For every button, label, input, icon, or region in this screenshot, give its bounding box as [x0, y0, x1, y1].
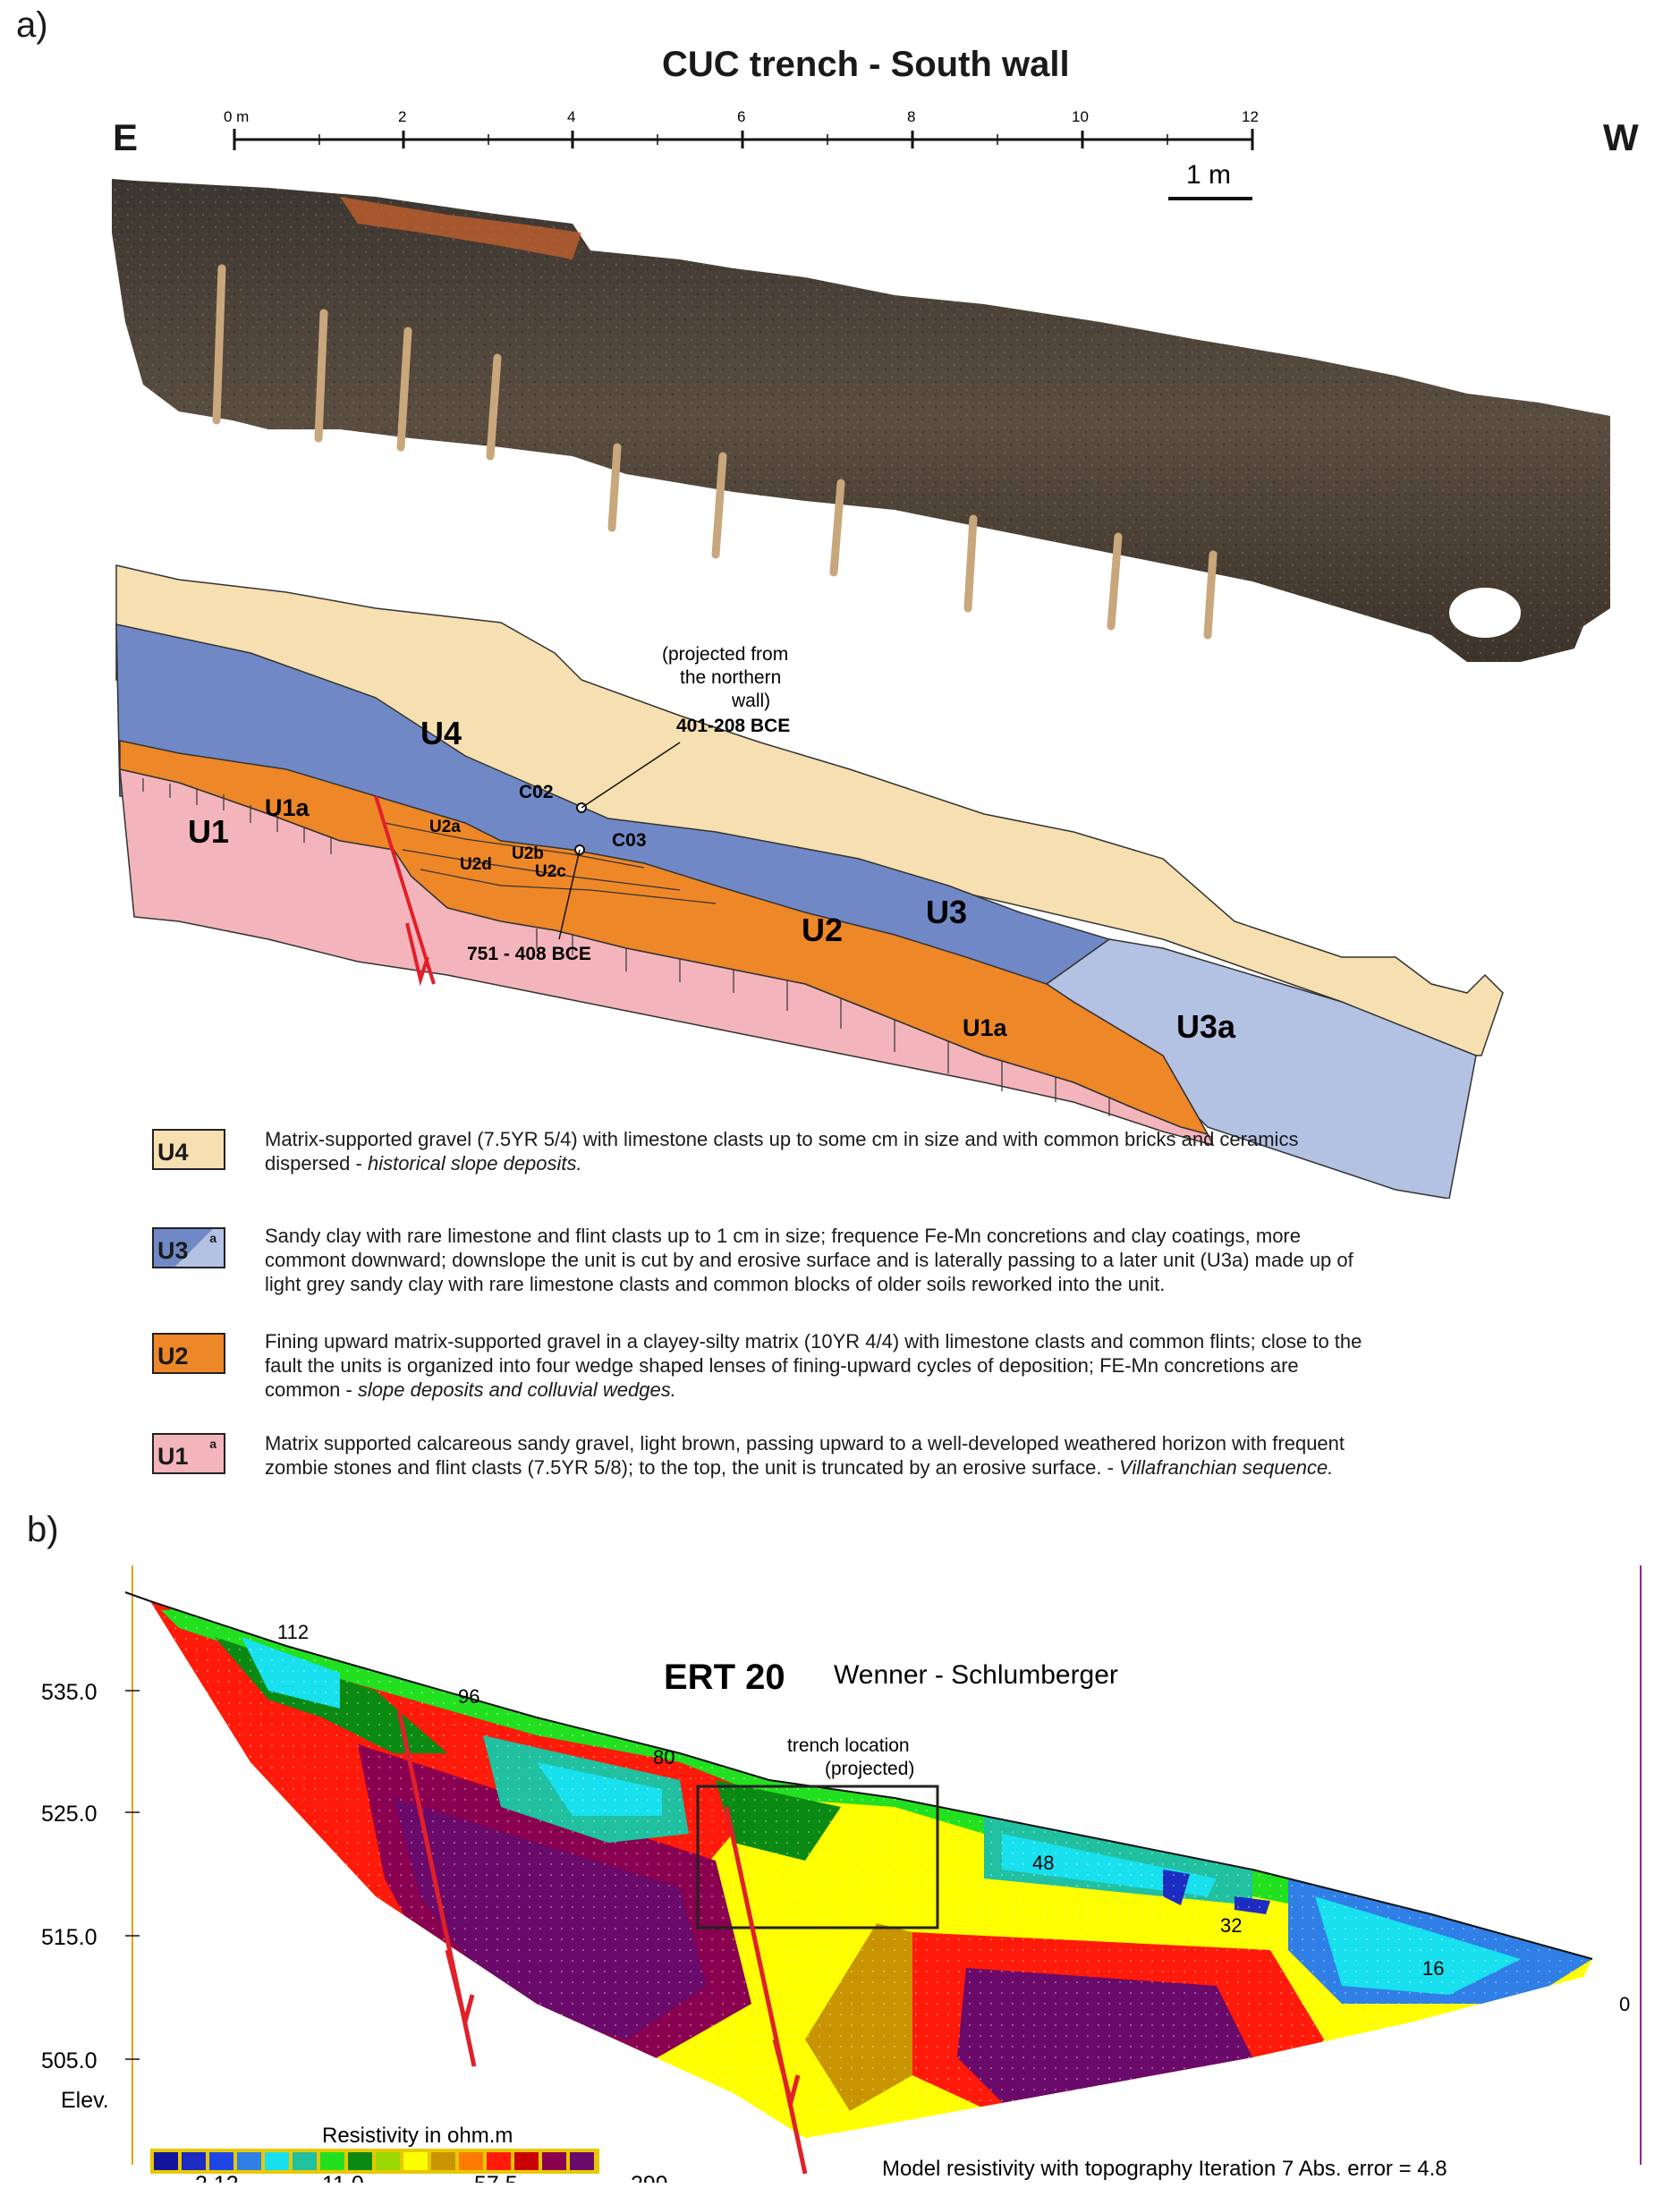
- trench-note-2: (projected): [825, 1759, 914, 1779]
- trench-location-box: [696, 1785, 939, 1929]
- ert-title: ERT 20: [664, 1658, 785, 1697]
- elev-tick-525: 525.0: [41, 1802, 98, 1827]
- label-c03: C03: [612, 830, 647, 851]
- label-u2a: U2a: [429, 818, 461, 836]
- elev-tick-535: 535.0: [41, 1680, 98, 1705]
- label-u1a-left: U1a: [265, 794, 310, 821]
- u1a-hatch: [142, 778, 1110, 1116]
- legend-text-u3: Sandy clay with rare limestone and flint…: [265, 1225, 1353, 1295]
- resistivity-value-2: 11.0: [322, 2172, 364, 2183]
- u2-subunit-lines: [384, 822, 717, 904]
- resistivity-value-4: 299: [631, 2172, 668, 2183]
- scale-tick-10: 10: [1072, 108, 1089, 125]
- electrode-32: 32: [1220, 1914, 1242, 1937]
- projected-note-2: the northern: [680, 667, 781, 688]
- ert-section: 535.0 525.0 515.0 505.0 Elev. 112 96 80 …: [41, 1565, 1642, 2183]
- scale-tick-0: 0 m: [224, 108, 249, 125]
- scale-tick-2: 2: [398, 108, 406, 125]
- label-u1a-right: U1a: [963, 1014, 1008, 1041]
- electrode-96: 96: [458, 1685, 479, 1708]
- label-u2: U2: [802, 912, 843, 948]
- label-c02: C02: [519, 782, 554, 802]
- electrode-48: 48: [1032, 1852, 1054, 1874]
- label-u2d: U2d: [460, 855, 492, 874]
- legend-swatch-u4: U4: [152, 1129, 225, 1170]
- palette-swatch: [265, 2152, 289, 2170]
- geological-log: U4 U3 U3a U2 U1 U1a U1a U2a U2b U2c U2d …: [115, 564, 1504, 1199]
- fault-line: [374, 795, 436, 987]
- palette-swatch: [209, 2152, 233, 2170]
- legend-swatch-u2: U2: [152, 1333, 225, 1374]
- panel-b-label: b): [27, 1510, 59, 1549]
- date-upper: 401-208 BCE: [676, 716, 790, 736]
- scale-tick-6: 6: [737, 108, 745, 125]
- resistivity-color-scale: [150, 2149, 599, 2174]
- legend-text-u4: Matrix-supported gravel (7.5YR 5/4) with…: [265, 1128, 1299, 1175]
- label-u3a: U3a: [1176, 1008, 1236, 1045]
- scale-tick-8: 8: [907, 108, 915, 125]
- projected-note-1: (projected from: [662, 644, 788, 665]
- scale-tick-4: 4: [567, 108, 575, 125]
- trench-photo-mosaic: [112, 179, 1610, 662]
- trench-note-1: trench location: [787, 1735, 910, 1756]
- label-u3: U3: [926, 894, 967, 930]
- palette-swatch: [237, 2152, 261, 2170]
- label-u4: U4: [420, 715, 462, 751]
- legend-text-u1: Matrix supported calcareous sandy gravel…: [265, 1432, 1345, 1479]
- electrode-80: 80: [653, 1746, 675, 1768]
- resistivity-scale-title: Resistivity in ohm.m: [322, 2124, 513, 2148]
- horizontal-scale-bar: 0 m 2 4 6 8 10 12 1 m: [224, 108, 1259, 200]
- label-u2b: U2b: [512, 844, 544, 863]
- scale-1m-label: 1 m: [1186, 160, 1231, 190]
- label-u1: U1: [188, 813, 229, 850]
- palette-swatch: [348, 2152, 372, 2170]
- projected-note-3: wall): [731, 691, 770, 711]
- palette-swatch: [154, 2152, 178, 2170]
- electrode-0: 0: [1619, 1993, 1630, 2015]
- label-u2c: U2c: [535, 862, 566, 881]
- palette-swatch: [542, 2152, 566, 2170]
- palette-swatch: [320, 2152, 344, 2170]
- elev-tick-505: 505.0: [41, 2048, 98, 2074]
- elev-axis-label: Elev.: [61, 2088, 109, 2113]
- legend-text-u2: Fining upward matrix-supported gravel in…: [265, 1330, 1362, 1401]
- electrode-112: 112: [277, 1621, 309, 1643]
- palette-swatch: [431, 2152, 455, 2170]
- electrode-16: 16: [1422, 1957, 1444, 1980]
- date-lower: 751 - 408 BCE: [467, 944, 591, 964]
- elev-tick-515: 515.0: [41, 1925, 98, 1950]
- ert-faults: [396, 1709, 808, 2175]
- palette-swatch: [403, 2152, 428, 2170]
- scale-tick-12: 12: [1242, 108, 1259, 125]
- model-footer: Model resistivity with topography Iterat…: [882, 2157, 1447, 2181]
- palette-swatch: [487, 2152, 511, 2170]
- palette-swatch: [459, 2152, 483, 2170]
- resistivity-value-3: 57.5: [474, 2172, 518, 2183]
- trench-title: CUC trench - South wall: [662, 45, 1070, 84]
- panel-a-label: a): [16, 5, 48, 45]
- resistivity-value-1: 2.12: [195, 2172, 239, 2183]
- unit-u1: [119, 768, 1215, 1147]
- palette-swatch: [293, 2152, 317, 2170]
- east-label: E: [113, 116, 139, 158]
- ert-subtitle: Wenner - Schlumberger: [834, 1660, 1118, 1690]
- west-label: W: [1603, 116, 1639, 158]
- topography-line: [124, 1591, 1593, 1960]
- palette-swatch: [182, 2152, 206, 2170]
- palette-swatch: [514, 2152, 539, 2170]
- palette-swatch: [376, 2152, 400, 2170]
- palette-swatch: [570, 2152, 594, 2170]
